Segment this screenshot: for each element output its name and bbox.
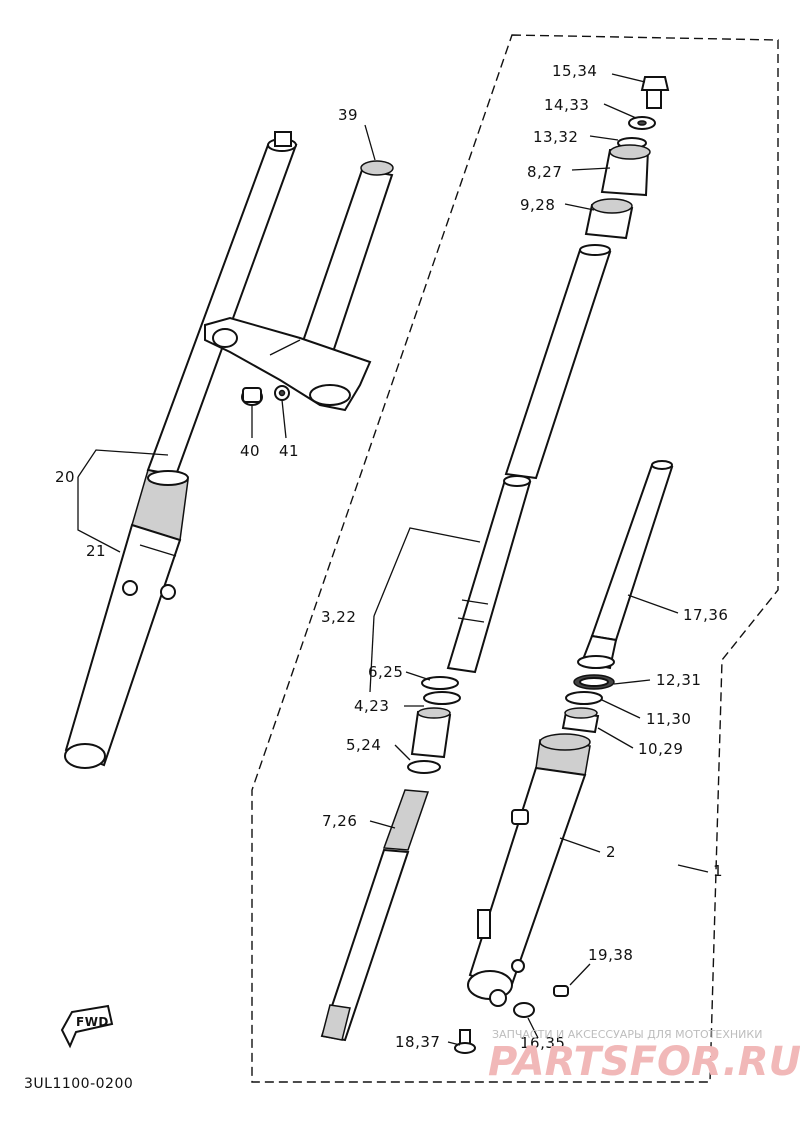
callout-3-22: 3,22 [321,608,356,626]
callout-39: 39 [338,106,358,124]
callout-7-26: 7,26 [322,812,357,830]
watermark: ЗАПЧАСТИ И АКСЕССУАРЫ ДЛЯ МОТОТЕХНИКИ PA… [488,1028,800,1085]
callout-9-28: 9,28 [520,196,555,214]
fwd-label: FWD [76,1015,109,1029]
watermark-brand: PARTSFOR.RU [488,1039,800,1085]
diagram-code: 3UL1100-0200 [24,1076,133,1092]
callout-1: 1 [713,862,723,880]
fwd-arrow: FWD [60,1004,114,1049]
exploded-outer-parts [454,460,674,1054]
watermark-caption: ЗАПЧАСТИ И АКСЕССУАРЫ ДЛЯ МОТОТЕХНИКИ [492,1028,762,1041]
exploded-inner-parts [320,76,670,1042]
callout-5-24: 5,24 [346,736,381,754]
callout-13-32: 13,32 [533,128,578,146]
callout-labels: 15,34 14,33 13,32 8,27 9,28 39 40 41 20 … [55,62,728,1052]
callout-8-27: 8,27 [527,163,562,181]
callout-2: 2 [606,843,616,861]
callout-18-37: 18,37 [395,1033,440,1051]
callout-19-38: 19,38 [588,946,633,964]
group-boundary [251,34,779,1083]
leader-lines [77,73,709,1046]
callout-12-31: 12,31 [656,671,701,689]
callout-6-25: 6,25 [368,663,403,681]
callout-40: 40 [240,442,260,460]
callout-15-34: 15,34 [552,62,597,80]
callout-20: 20 [55,468,75,486]
callout-11-30: 11,30 [646,710,691,728]
callout-16-35: 16,35 [520,1034,565,1052]
callout-21: 21 [86,542,106,560]
callout-41: 41 [279,442,299,460]
callout-17-36: 17,36 [683,606,728,624]
callout-14-33: 14,33 [544,96,589,114]
callout-4-23: 4,23 [354,697,389,715]
assembled-fork [64,131,394,769]
callout-10-29: 10,29 [638,740,683,758]
